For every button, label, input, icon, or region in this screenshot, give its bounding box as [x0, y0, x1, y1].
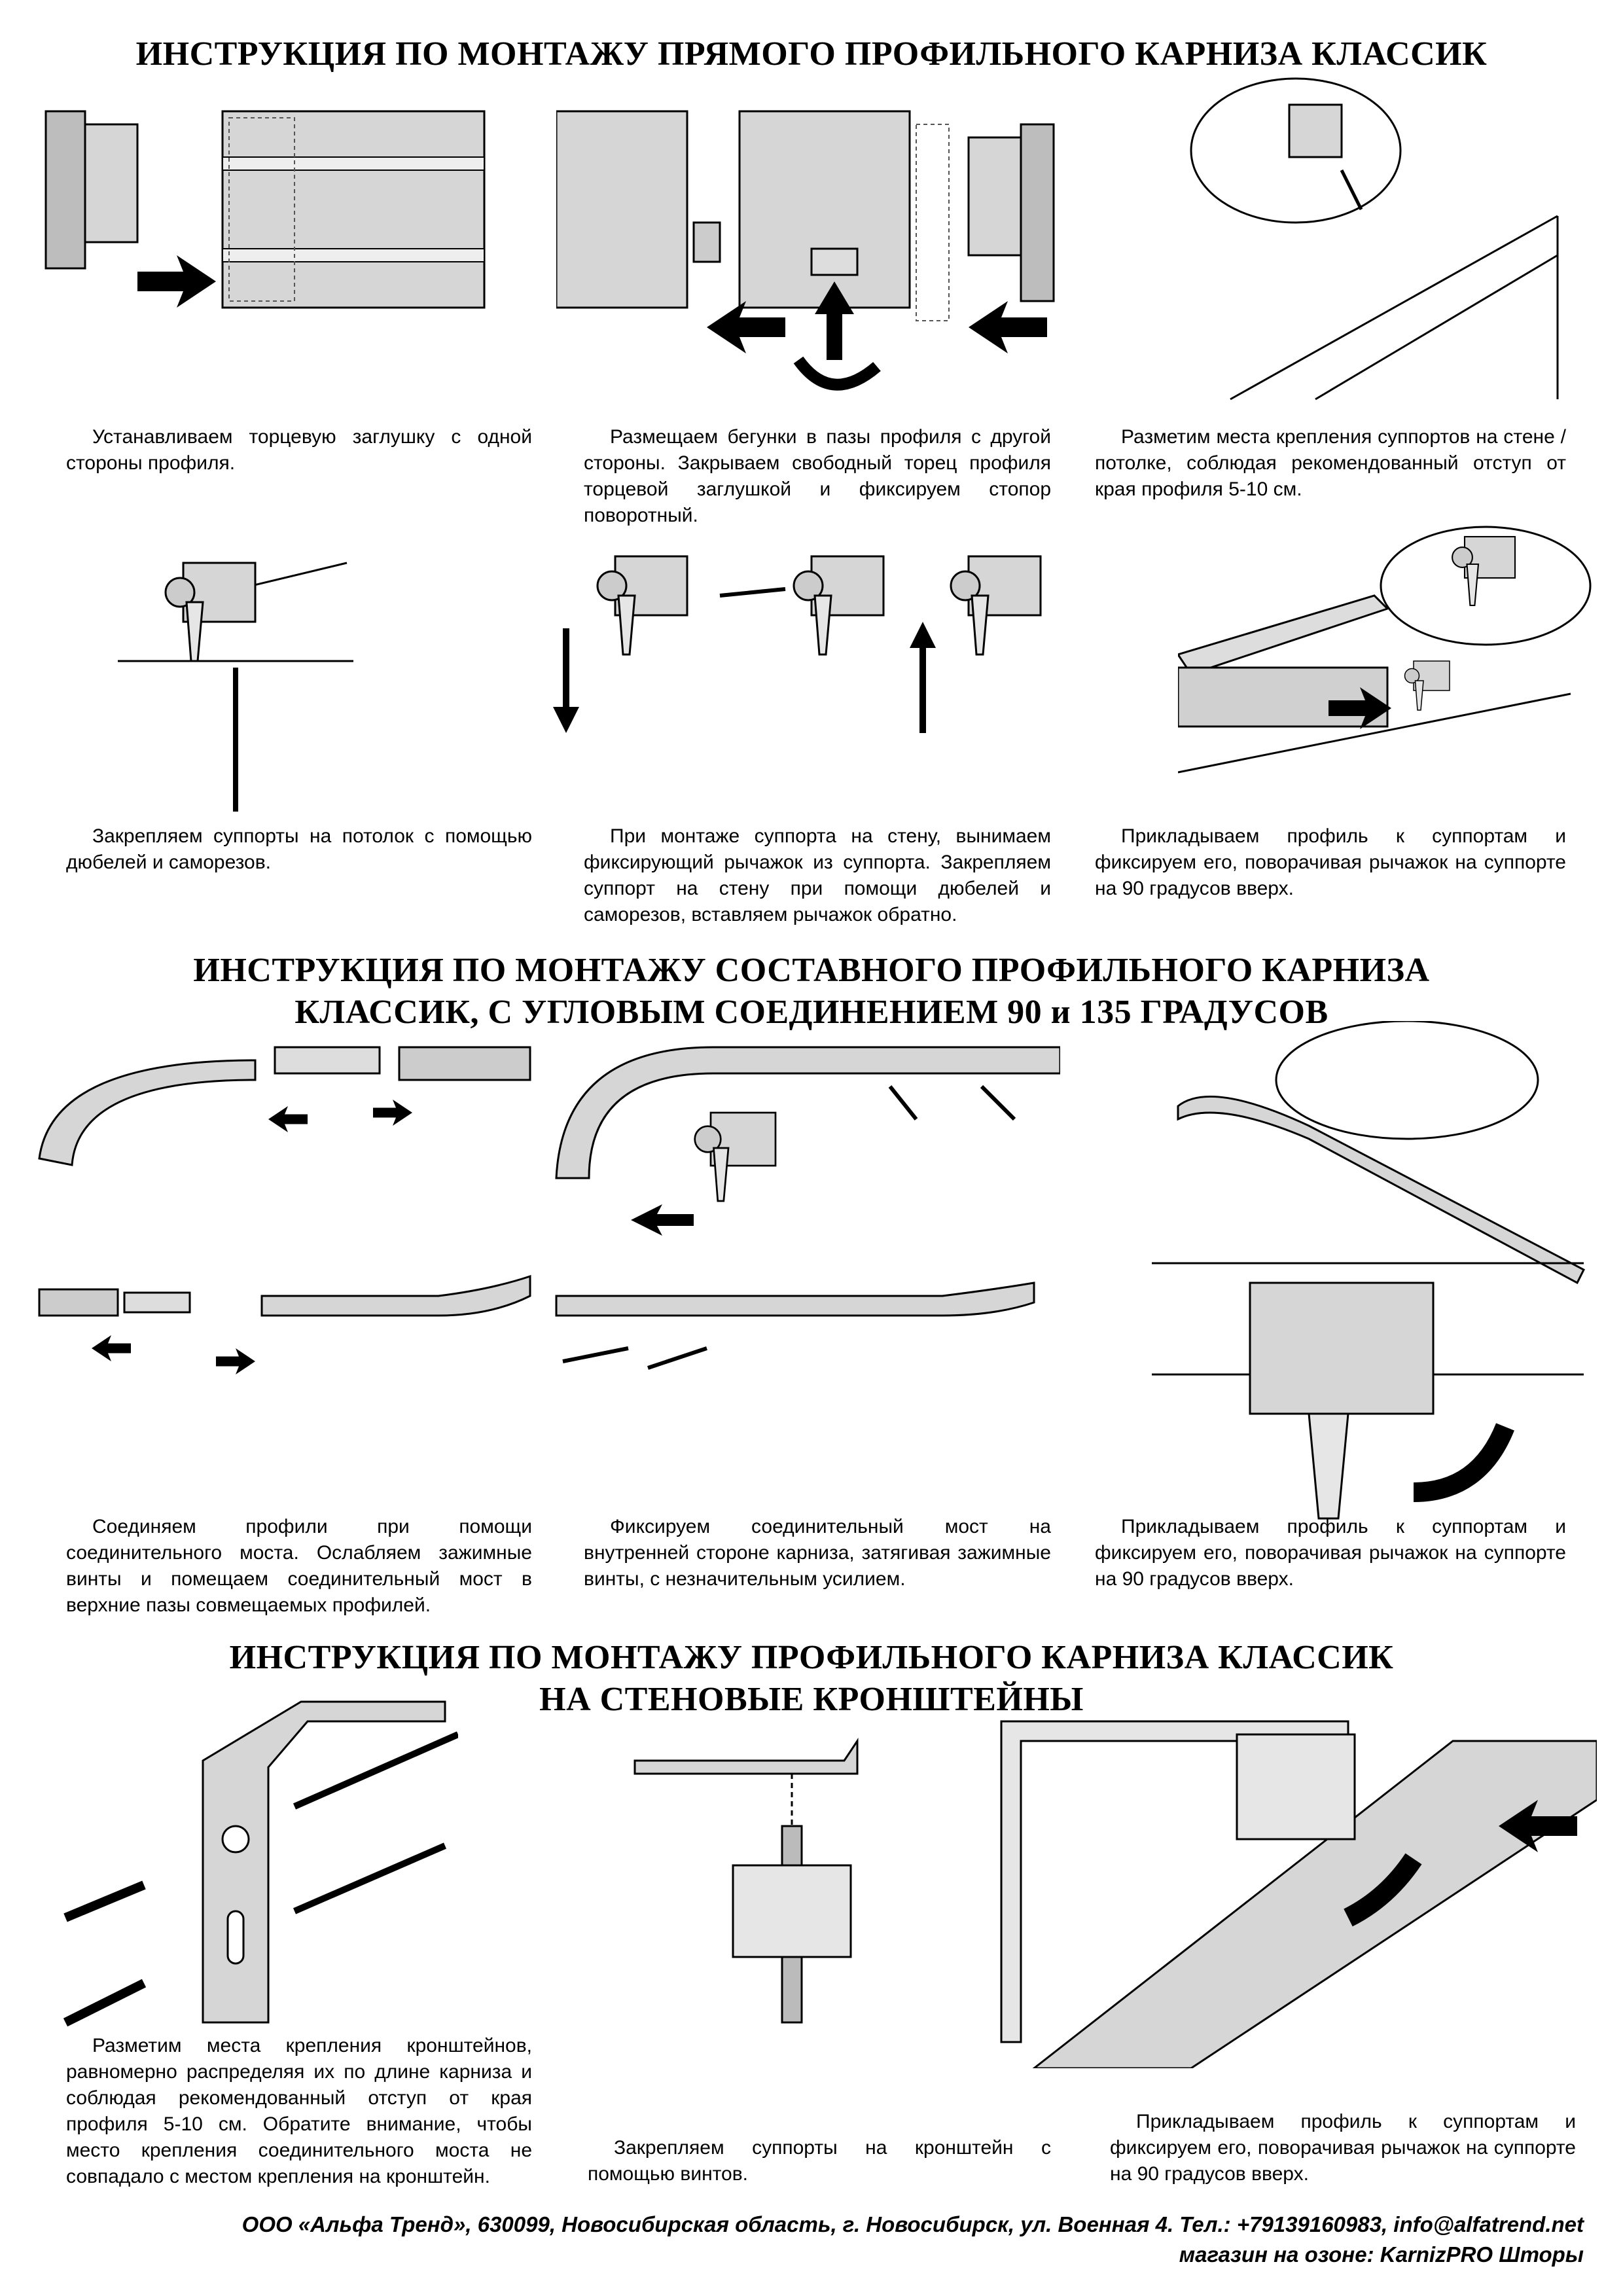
illustration-fix-bridge	[550, 1034, 1060, 1401]
footer-company-info: ООО «Альфа Тренд», 630099, Новосибирская…	[241, 2212, 1584, 2236]
illustration-mark-support-positions	[1165, 65, 1584, 406]
illustration-end-cap-install	[39, 98, 497, 373]
illustration-wall-bracket	[52, 1695, 458, 2036]
illustration-profile-on-bracket	[995, 1702, 1597, 2068]
illustration-runners-and-stopper	[556, 98, 1080, 399]
illustration-support-on-bracket	[628, 1734, 877, 2088]
step-1-2-caption: Размещаем бегунки в пазы профиля с друго…	[584, 426, 1051, 526]
step-1-4-caption: Закрепляем суппорты на потолок с помощью…	[66, 825, 532, 873]
step-2-2-caption: Фиксируем соединительный мост на внутрен…	[584, 1516, 1051, 1590]
illustration-lever-rotate	[1113, 1021, 1597, 1532]
section-3-title-line-1: ИНСТРУКЦИЯ ПО МОНТАЖУ ПРОФИЛЬНОГО КАРНИЗ…	[229, 1639, 1394, 1676]
illustration-ceiling-mount	[118, 550, 380, 825]
section-2-title-line-2: КЛАССИК, С УГЛОВЫМ СОЕДИНЕНИЕМ 90 и 135 …	[294, 994, 1329, 1031]
section-2-title-line-1: ИНСТРУКЦИЯ ПО МОНТАЖУ СОСТАВНОГО ПРОФИЛЬ…	[193, 952, 1430, 989]
step-3-2-caption: Закрепляем суппорты на кронштейн с помощ…	[588, 2137, 1051, 2185]
step-1-5-caption: При монтаже суппорта на стену, вынимаем …	[584, 825, 1051, 925]
step-3-3-caption: Прикладываем профиль к суппортам и фикси…	[1110, 2111, 1576, 2185]
section-1-title: ИНСТРУКЦИЯ ПО МОНТАЖУ ПРЯМОГО ПРОФИЛЬНОГ…	[135, 35, 1488, 73]
step-2-1-caption: Соединяем профили при помощи соединитель…	[66, 1516, 532, 1616]
step-1-6-caption: Прикладываем профиль к суппортам и фикси…	[1095, 825, 1566, 899]
step-2-3-caption: Прикладываем профиль к суппортам и фикси…	[1095, 1516, 1566, 1590]
illustration-connect-profiles	[33, 1034, 543, 1453]
step-3-1-caption: Разметим места крепления кронштейнов, ра…	[66, 2035, 532, 2187]
footer-shop-info: магазин на озоне: KarnizPRO Шторы	[1179, 2242, 1584, 2267]
illustration-wall-mount	[550, 543, 1073, 818]
section-3-title-line-2: НА СТЕНОВЫЕ КРОНШТЕЙНЫ	[539, 1681, 1084, 1718]
illustration-attach-profile	[1178, 524, 1597, 818]
step-1-1-caption: Устанавливаем торцевую заглушку с одной …	[66, 426, 532, 474]
step-1-3-caption: Разметим места крепления суппортов на ст…	[1095, 426, 1566, 500]
